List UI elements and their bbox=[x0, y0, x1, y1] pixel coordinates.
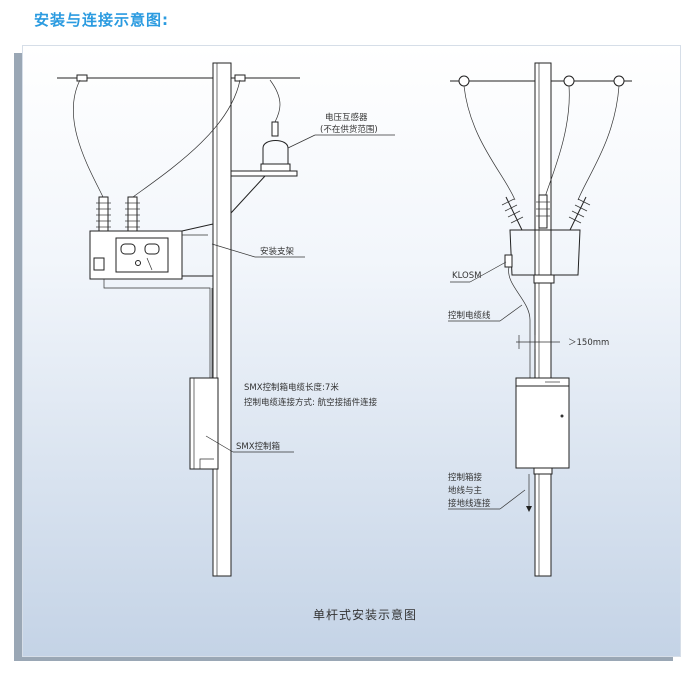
label-ground-3: 接地线连接 bbox=[448, 498, 491, 509]
diagram-panel bbox=[22, 45, 681, 657]
left-voltage-transformer bbox=[260, 121, 291, 172]
right-bushing-left bbox=[501, 196, 524, 231]
right-bushing-center bbox=[536, 194, 550, 229]
label-cable-connection: 控制电缆连接方式: 航空接插件连接 bbox=[244, 397, 378, 408]
label-cable-length: SMX控制箱电缆长度:7米 bbox=[244, 382, 339, 393]
left-drop-wire-2 bbox=[132, 79, 241, 198]
left-mount-bracket bbox=[181, 223, 214, 277]
right-insulator-2 bbox=[563, 75, 575, 87]
label-pt-line1: 电压互感器 bbox=[325, 112, 368, 123]
left-breaker-panel bbox=[115, 237, 169, 273]
right-insulator-1 bbox=[458, 75, 470, 87]
label-ground-2: 地线与主 bbox=[448, 485, 483, 496]
right-control-box bbox=[515, 385, 570, 469]
label-klosm: KLOSM bbox=[452, 271, 481, 281]
left-breaker-socket bbox=[93, 257, 105, 271]
right-control-cable bbox=[508, 266, 531, 378]
right-drop-wire-2 bbox=[544, 85, 570, 198]
left-control-cable bbox=[103, 279, 211, 378]
left-bushing-2 bbox=[125, 196, 140, 234]
right-drop-wire-1 bbox=[463, 85, 516, 201]
diagram-caption: 单杆式安装示意图 bbox=[313, 607, 417, 622]
label-pt-line2: (不在供货范围) bbox=[320, 124, 378, 135]
label-ground-1: 控制箱接 bbox=[448, 472, 483, 483]
left-drop-wire-1 bbox=[72, 79, 104, 198]
right-figure: KLOSM 控制电缆线 ＞150mm 控制箱接 地线与主 接地线连接 bbox=[448, 62, 632, 577]
right-insulator-3 bbox=[613, 75, 625, 87]
label-dimension: ＞150mm bbox=[568, 338, 609, 348]
left-figure: 电压互感器 (不在供货范围) 安装支架 SMX控制箱电缆长度:7米 控制电缆连接… bbox=[57, 62, 395, 577]
right-pole bbox=[534, 62, 552, 577]
label-bracket: 安装支架 bbox=[260, 246, 295, 257]
label-control-box: SMX控制箱 bbox=[236, 441, 281, 452]
left-pt-platform bbox=[230, 170, 298, 177]
right-klosm-socket bbox=[504, 254, 513, 268]
left-control-box bbox=[189, 377, 219, 470]
right-drop-wire-3 bbox=[577, 85, 620, 201]
left-pt-brace bbox=[230, 175, 266, 214]
left-pole bbox=[212, 62, 232, 577]
right-bushing-right bbox=[568, 196, 591, 231]
left-insulator-1 bbox=[76, 74, 88, 82]
left-pt-wire bbox=[269, 79, 281, 123]
left-bushing-1 bbox=[96, 196, 111, 234]
page-heading: 安装与连接示意图: bbox=[34, 11, 169, 29]
label-control-cable: 控制电缆线 bbox=[448, 310, 491, 321]
